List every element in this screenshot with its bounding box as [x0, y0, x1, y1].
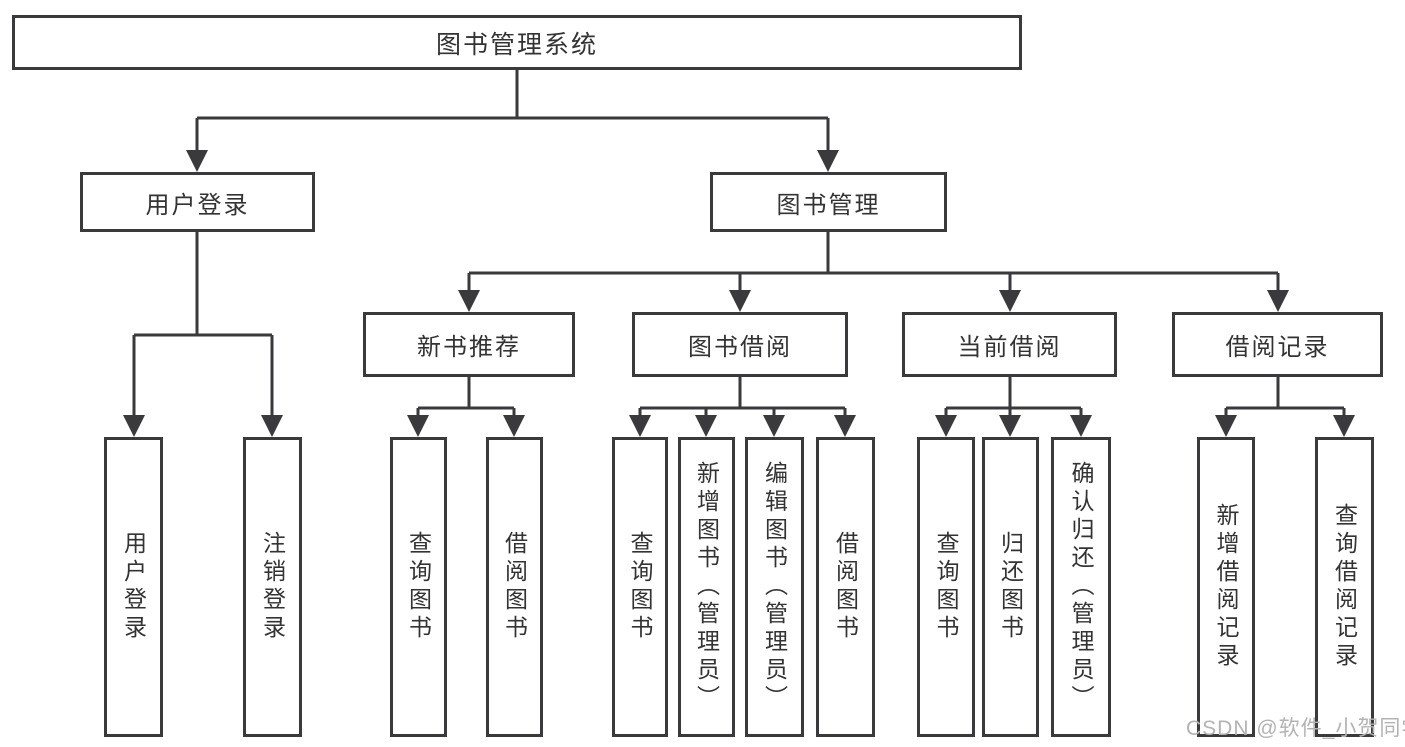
node-book-management: 图书管理 — [710, 172, 947, 232]
node-book-borrowing: 图书借阅 — [632, 312, 848, 377]
leaf-borrow-books-borrow: 借阅图书 — [816, 437, 875, 737]
leaf-query-books-recommend: 查询图书 — [390, 437, 447, 737]
leaf-add-borrow-record: 新增借阅记录 — [1197, 437, 1255, 737]
node-borrowing-records: 借阅记录 — [1172, 312, 1383, 377]
node-library-management-system: 图书管理系统 — [12, 15, 1022, 70]
leaf-return-books: 归还图书 — [982, 437, 1039, 737]
node-user-login: 用户登录 — [80, 172, 315, 232]
leaf-add-books-admin: 新增图书（管理员） — [678, 437, 735, 737]
leaf-edit-books-admin: 编辑图书（管理员） — [745, 437, 804, 737]
leaf-user-login: 用户登录 — [104, 437, 163, 737]
csdn-watermark: CSDN @软件_小贺同学 — [1186, 717, 1405, 740]
leaf-query-books-current: 查询图书 — [917, 437, 975, 737]
leaf-confirm-return-admin: 确认归还（管理员） — [1051, 437, 1111, 737]
leaf-query-books-borrow: 查询图书 — [612, 437, 668, 737]
leaf-borrow-books-recommend: 借阅图书 — [486, 437, 543, 737]
leaf-query-borrow-record: 查询借阅记录 — [1315, 437, 1374, 737]
node-current-borrowing: 当前借阅 — [902, 312, 1117, 377]
leaf-logout-login: 注销登录 — [243, 437, 302, 737]
node-new-book-recommendation: 新书推荐 — [363, 312, 575, 377]
